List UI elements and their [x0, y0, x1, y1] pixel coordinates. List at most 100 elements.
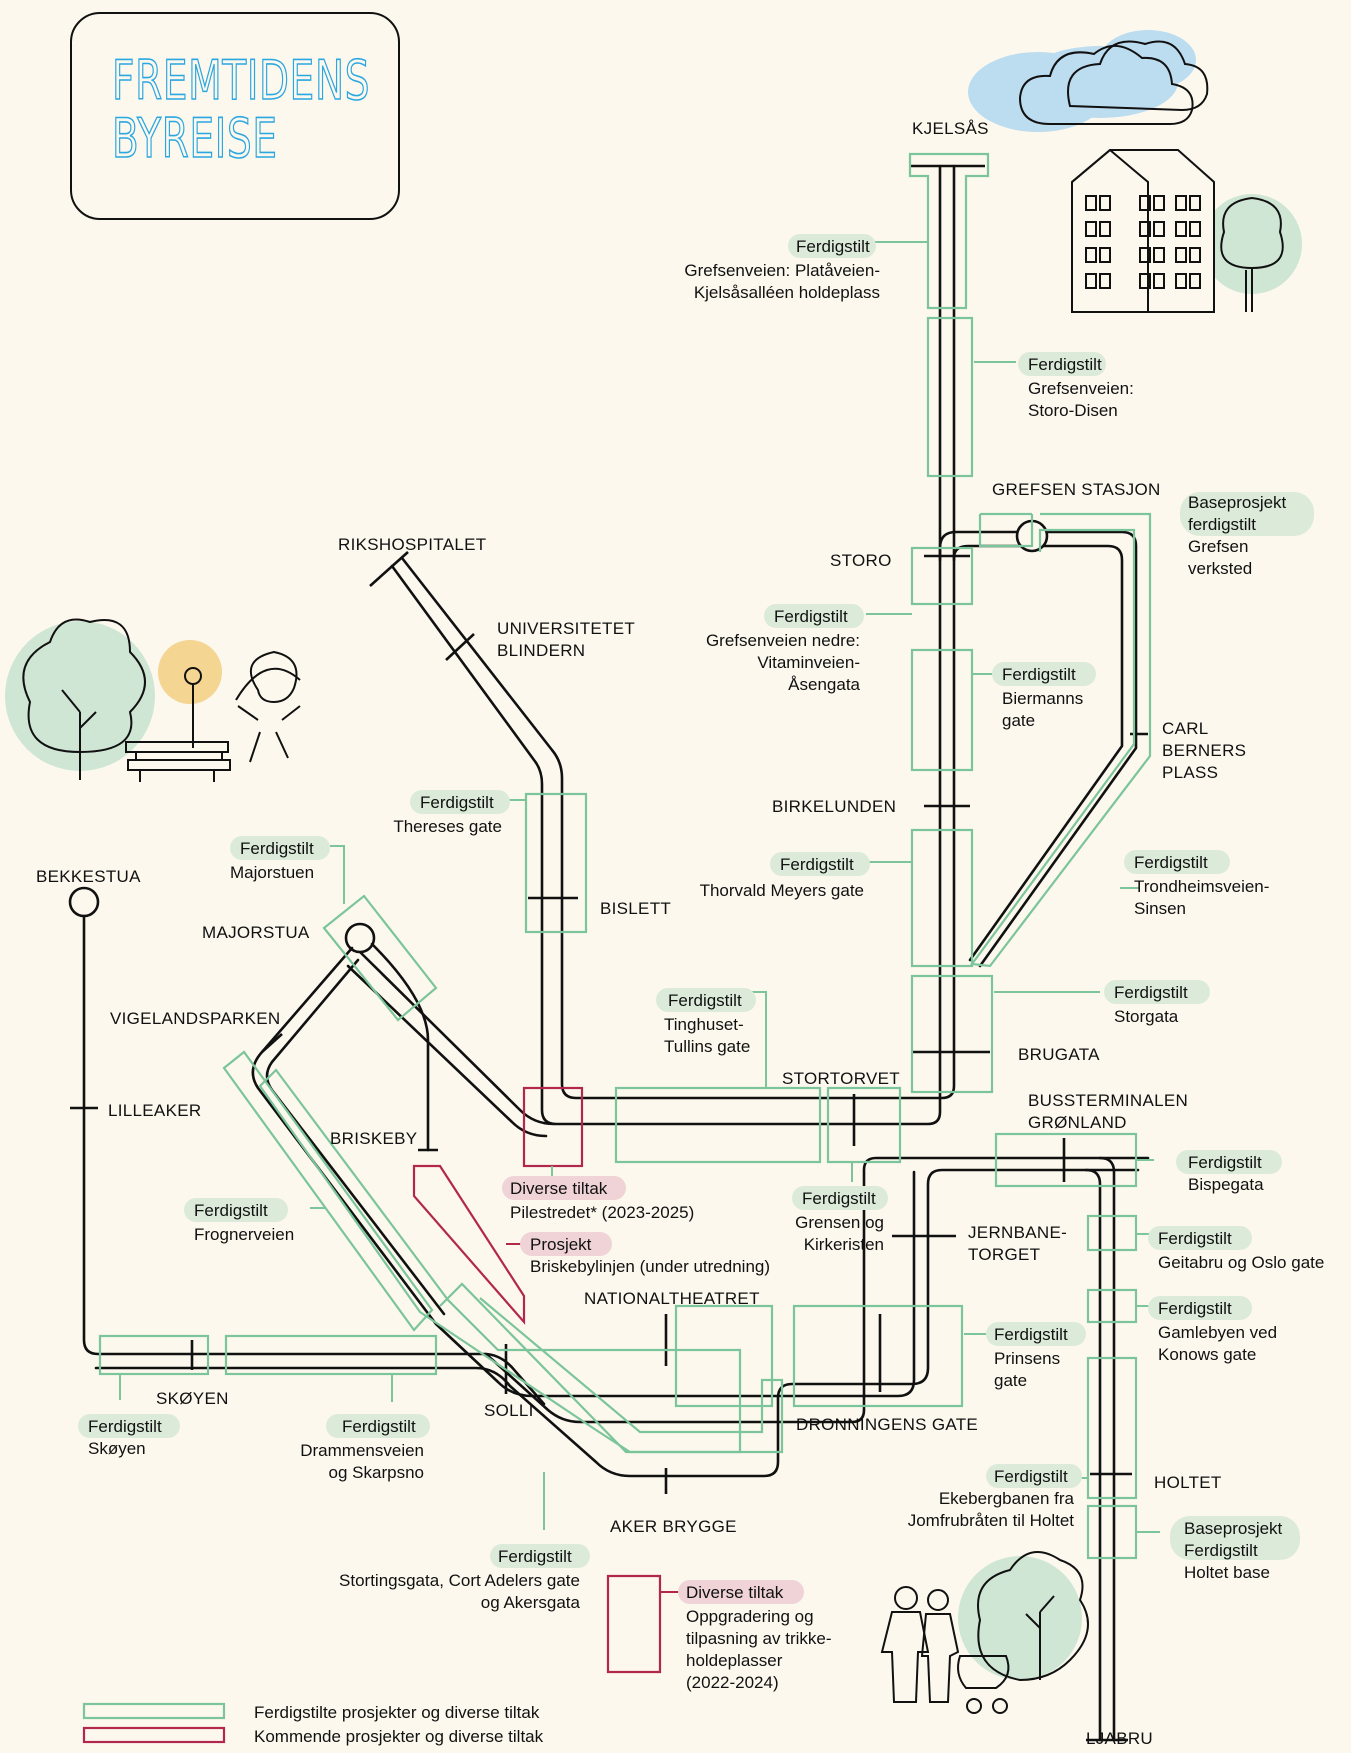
project-trondheimsveien-tag: Ferdigstilt [1134, 853, 1208, 872]
project-holtet-base-line1: Holtet base [1184, 1563, 1270, 1582]
station-nationaltheatret: NATIONALTHEATRET [584, 1289, 760, 1308]
project-majorstuen-line1: Majorstuen [230, 863, 314, 882]
station-jernbanetorget-line2: TORGET [968, 1245, 1040, 1264]
station-holtet: HOLTET [1154, 1473, 1222, 1492]
family-illustration [880, 1551, 1089, 1714]
station-birkelunden: BIRKELUNDEN [772, 797, 896, 816]
project-tinghuset-line2: Tullins gate [664, 1037, 750, 1056]
title-line-1: FREMTIDENS [111, 49, 371, 112]
project-bispegata-tag: Ferdigstilt [1188, 1153, 1262, 1172]
project-majorstuen-tag: Ferdigstilt [240, 839, 314, 858]
station-carl-line3: PLASS [1162, 763, 1218, 782]
project-oppgradering-line4: (2022-2024) [686, 1673, 779, 1692]
project-biermanns-line1: Biermanns [1002, 689, 1083, 708]
project-stortingsgata-line2: og Akersgata [481, 1593, 581, 1612]
station-solli: SOLLI [484, 1401, 534, 1420]
project-grefsen-nedre-line3: Åsengata [788, 675, 860, 694]
project-skoyen-line1: Skøyen [88, 1439, 146, 1458]
project-stortingsgata-tag: Ferdigstilt [498, 1547, 572, 1566]
project-grefsen-nedre-line2: Vitaminveien- [757, 653, 860, 672]
project-grensen-line2: Kirkeristen [804, 1235, 884, 1254]
legend-upcoming-label: Kommende prosjekter og diverse tiltak [254, 1727, 544, 1746]
project-prinsens-tag: Ferdigstilt [994, 1325, 1068, 1344]
project-tinghuset-line1: Tinghuset- [664, 1015, 744, 1034]
completed-project-outlines [98, 152, 1152, 1560]
project-grefsen-nedre-tag: Ferdigstilt [774, 607, 848, 626]
station-carl-line2: BERNERS [1162, 741, 1246, 760]
project-frognerveien-line1: Frognerveien [194, 1225, 294, 1244]
station-carl-line1: CARL [1162, 719, 1209, 738]
project-skoyen-tag: Ferdigstilt [88, 1417, 162, 1436]
station-stortorvet: STORTORVET [782, 1069, 900, 1088]
station-bekkestua: BEKKESTUA [36, 867, 141, 886]
project-bispegata-line1: Bispegata [1188, 1175, 1264, 1194]
project-kjelsas-line1: Grefsenveien: Platåveien- [684, 261, 880, 280]
park-illustration [5, 618, 301, 782]
project-biermanns-line2: gate [1002, 711, 1035, 730]
project-biermanns-tag: Ferdigstilt [1002, 665, 1076, 684]
legend-completed-swatch [82, 1702, 226, 1720]
station-bislett: BISLETT [600, 899, 671, 918]
project-frognerveien-tag: Ferdigstilt [194, 1201, 268, 1220]
building-illustration [1071, 148, 1302, 313]
project-geitabru-line1: Geitabru og Oslo gate [1158, 1253, 1324, 1272]
project-grefsen-base-tag1: Baseprosjekt [1188, 493, 1287, 512]
station-universitetet-line2: BLINDERN [497, 641, 585, 660]
station-lilleaker: LILLEAKER [108, 1101, 201, 1120]
map-title: FREMTIDENS BYREISE [111, 49, 371, 169]
project-drammensveien-tag: Ferdigstilt [342, 1417, 416, 1436]
project-holtet-base-tag2: Ferdigstilt [1184, 1541, 1258, 1560]
project-pilestredet-line1: Pilestredet* (2023-2025) [510, 1203, 694, 1222]
project-kjelsas-tag: Ferdigstilt [796, 237, 870, 256]
station-bussterminalen-line2: GRØNLAND [1028, 1113, 1127, 1132]
station-dronningens-gate: DRONNINGENS GATE [796, 1415, 978, 1434]
station-ljabru: LJABRU [1086, 1729, 1153, 1748]
station-skoyen: SKØYEN [156, 1389, 229, 1408]
project-thorvald-line1: Thorvald Meyers gate [700, 881, 864, 900]
clouds-illustration [968, 30, 1209, 132]
title-box: FREMTIDENS BYREISE [70, 12, 400, 220]
project-thorvald-tag: Ferdigstilt [780, 855, 854, 874]
project-oppgradering-line2: tilpasning av trikke- [686, 1629, 832, 1648]
project-storo-disen-line1: Grefsenveien: [1028, 379, 1134, 398]
station-labels: KJELSÅS GREFSEN STASJON STORO RIKSHOSPIT… [36, 119, 1246, 1748]
project-tinghuset-tag: Ferdigstilt [668, 991, 742, 1010]
project-prinsens-line2: gate [994, 1371, 1027, 1390]
project-storo-disen-line2: Storo-Disen [1028, 401, 1118, 420]
project-gamlebyen-line2: Konows gate [1158, 1345, 1256, 1364]
project-grefsen-base-line2: verksted [1188, 559, 1252, 578]
project-pilestredet-tag: Diverse tiltak [510, 1179, 608, 1198]
project-storgata-tag: Ferdigstilt [1114, 983, 1188, 1002]
project-oppgradering-line3: holdeplasser [686, 1651, 783, 1670]
station-aker-brygge: AKER BRYGGE [610, 1517, 737, 1536]
project-grefsen-base-line1: Grefsen [1188, 537, 1248, 556]
project-grensen-line1: Grensen og [795, 1213, 884, 1232]
project-briskebylinjen-line1: Briskebylinjen (under utredning) [530, 1257, 770, 1276]
station-jernbanetorget-line1: JERNBANE- [968, 1223, 1067, 1242]
project-drammensveien-line2: og Skarpsno [329, 1463, 424, 1482]
station-vigelandsparken: VIGELANDSPARKEN [110, 1009, 280, 1028]
station-storo: STORO [830, 551, 892, 570]
project-labels: Ferdigstilt Grefsenveien: Platåveien- Kj… [78, 234, 1324, 1692]
project-trondheimsveien-line2: Sinsen [1134, 899, 1186, 918]
station-briskeby: BRISKEBY [330, 1129, 417, 1148]
station-brugata: BRUGATA [1018, 1045, 1100, 1064]
project-thereses-line1: Thereses gate [393, 817, 502, 836]
station-universitetet-line1: UNIVERSITETET [497, 619, 635, 638]
project-grefsen-nedre-line1: Grefsenveien nedre: [706, 631, 860, 650]
project-storgata-line1: Storgata [1114, 1007, 1179, 1026]
project-trondheimsveien-line1: Trondheimsveien- [1134, 877, 1269, 896]
legend: Ferdigstilte prosjekter og diverse tilta… [82, 1702, 544, 1746]
station-majorstua: MAJORSTUA [202, 923, 310, 942]
project-gamlebyen-tag: Ferdigstilt [1158, 1299, 1232, 1318]
project-oppgradering-tag: Diverse tiltak [686, 1583, 784, 1602]
station-bussterminalen-line1: BUSSTERMINALEN [1028, 1091, 1188, 1110]
legend-completed-label: Ferdigstilte prosjekter og diverse tilta… [254, 1703, 540, 1722]
project-stortingsgata-line1: Stortingsgata, Cort Adelers gate [339, 1571, 580, 1590]
project-holtet-base-tag1: Baseprosjekt [1184, 1519, 1283, 1538]
project-briskebylinjen-tag: Prosjekt [530, 1235, 592, 1254]
project-ekeberg-line2: Jomfrubråten til Holtet [908, 1511, 1075, 1530]
project-prinsens-line1: Prinsens [994, 1349, 1060, 1368]
project-geitabru-tag: Ferdigstilt [1158, 1229, 1232, 1248]
